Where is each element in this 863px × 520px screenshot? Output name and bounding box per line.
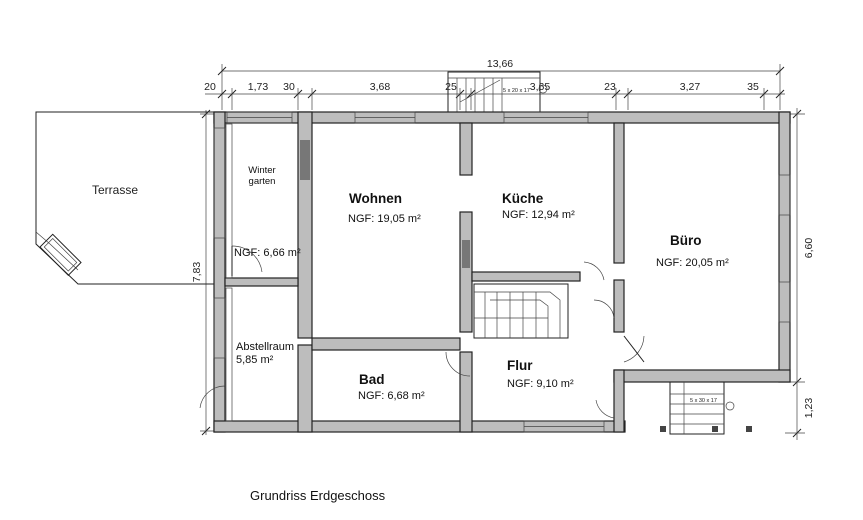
bottom-stairs-label: 5 x 30 x 17 — [690, 398, 717, 404]
plan-caption: Grundriss Erdgeschoss — [250, 488, 386, 503]
dim-segment-2: 1,73 — [248, 81, 269, 93]
room-label-bad: Bad — [359, 372, 385, 387]
room-area-abstellraum: 5,85 m² — [236, 354, 274, 366]
dim-segment-1: 20 — [204, 81, 216, 93]
dim-left-height: 7,83 — [191, 262, 203, 283]
room-label-flur: Flur — [507, 358, 533, 373]
room-label-abstellraum: Abstellraum — [236, 341, 294, 353]
room-area-kueche: NGF: 12,94 m² — [502, 209, 575, 221]
room-label-wohnen: Wohnen — [349, 191, 402, 206]
room-area-buero: NGF: 20,05 m² — [656, 257, 729, 269]
doors — [199, 245, 645, 419]
interior-stairs — [473, 283, 569, 339]
room-label-terrasse: Terrasse — [92, 183, 138, 197]
dim-segment-4: 3,68 — [370, 81, 391, 93]
top-stairs-label: 5 x 20 x 17 — [503, 88, 530, 94]
dim-right-stairs: 1,23 — [803, 398, 815, 419]
room-label-buero: Büro — [670, 233, 702, 248]
dim-segment-8: 3,27 — [680, 81, 701, 93]
dim-segment-9: 35 — [747, 81, 759, 93]
dim-segment-5: 25 — [445, 81, 457, 93]
room-area-wintergarten: NGF: 6,66 m² — [234, 247, 301, 259]
room-label-wintergarten-line1: Winter — [248, 165, 275, 176]
room-area-bad: NGF: 6,68 m² — [358, 390, 425, 402]
bottom-stairs — [660, 381, 752, 435]
room-area-wohnen: NGF: 19,05 m² — [348, 213, 421, 225]
dim-right-height: 6,60 — [803, 238, 815, 259]
room-label-wintergarten-line2: garten — [249, 176, 276, 187]
dim-segment-3: 30 — [283, 81, 295, 93]
room-label-kueche: Küche — [502, 191, 544, 206]
walls — [213, 111, 791, 433]
room-area-flur: NGF: 9,10 m² — [507, 378, 574, 390]
terrace-outline — [35, 111, 214, 285]
dimension-lines — [200, 64, 805, 440]
windows — [213, 111, 791, 433]
dim-segment-7: 23 — [604, 81, 616, 93]
dim-total-width: 13,66 — [487, 58, 513, 70]
